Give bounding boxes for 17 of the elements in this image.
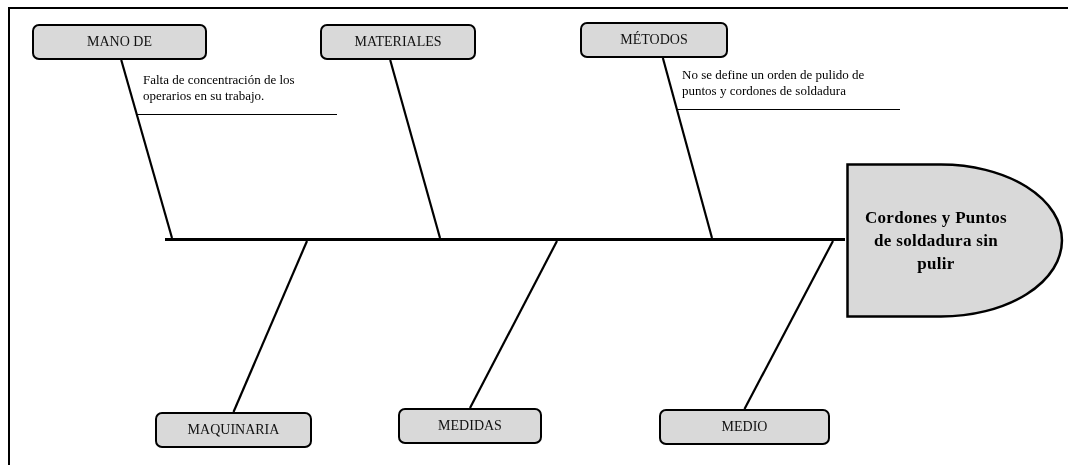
- category-box: MANO DE: [32, 24, 207, 60]
- cause-note: Falta de concentración de los operarios en su trabajo.: [137, 72, 337, 115]
- category-box: MATERIALES: [320, 24, 476, 60]
- spine-line: [165, 238, 845, 241]
- effect-text: Cordones y Puntos de soldadura sin pulir: [863, 207, 1009, 275]
- rib-line: [389, 59, 442, 239]
- cause-note: No se define un orden de pulido de puntos y cordones de soldadura: [676, 67, 900, 110]
- rib-line: [120, 59, 174, 239]
- category-box: MÉTODOS: [580, 22, 728, 58]
- category-box: MEDIO: [659, 409, 830, 445]
- rib-line: [743, 240, 834, 410]
- effect-head: [846, 163, 1064, 318]
- rib-line: [469, 240, 558, 409]
- rib-line: [661, 57, 714, 239]
- category-box: MEDIDAS: [398, 408, 542, 444]
- category-box: MAQUINARIA: [155, 412, 312, 448]
- rib-line: [232, 240, 308, 413]
